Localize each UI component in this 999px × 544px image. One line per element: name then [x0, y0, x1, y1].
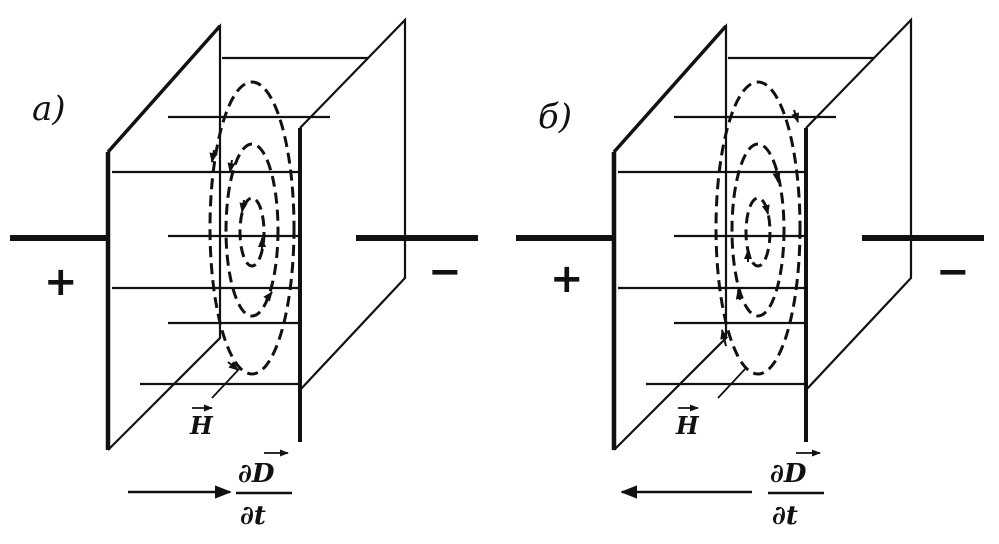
panel-a: а) + − H ∂D ∂t [10, 20, 478, 531]
panel-label: а) [32, 89, 66, 129]
d-denominator: ∂t [772, 501, 798, 531]
h-vector-text: H [189, 411, 214, 440]
d-derivative-label: ∂D ∂t [236, 449, 292, 531]
plus-sign: + [550, 256, 584, 302]
d-numerator: ∂D [770, 459, 807, 489]
panel-label: б) [538, 97, 572, 137]
plus-sign: + [44, 259, 78, 305]
minus-sign: − [936, 249, 970, 295]
d-denominator: ∂t [240, 501, 266, 531]
panel-b: б) + − H ∂D ∂t [516, 20, 984, 531]
h-vector-label: H [189, 404, 214, 440]
d-derivative-label: ∂D ∂t [768, 449, 824, 531]
h-vector-label: H [675, 404, 700, 440]
loop-arrows-a [209, 149, 273, 371]
d-numerator: ∂D [238, 459, 275, 489]
h-vector-text: H [675, 411, 700, 440]
minus-sign: − [428, 249, 462, 295]
loop-arrows-b [720, 109, 799, 347]
